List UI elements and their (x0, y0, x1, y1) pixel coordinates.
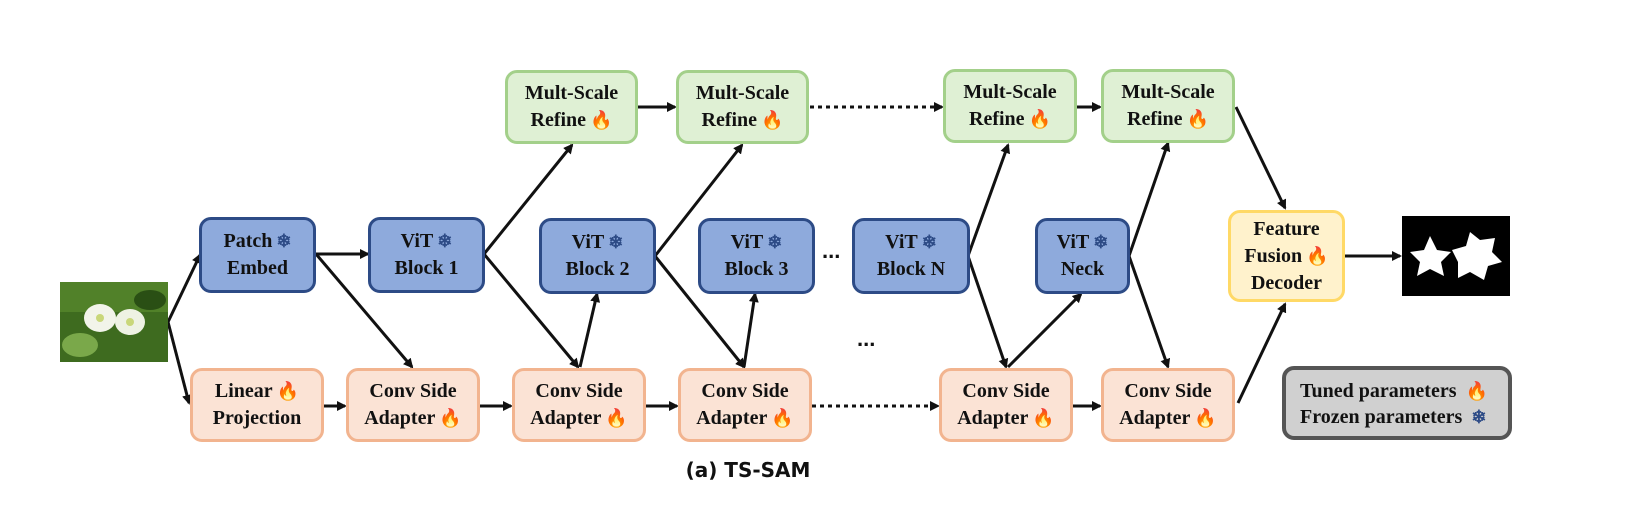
refine-box-2: Mult-Scale Refine🔥 (676, 70, 809, 144)
refine-box-2-title: Mult-Scale (695, 82, 790, 104)
vit-block-2-label: Block 2 (565, 258, 630, 280)
linear-projection-box: Linear🔥 Projection (190, 368, 324, 442)
conv-side-adapter-2-title: Conv Side (535, 380, 623, 402)
arrow-neck-refine4 (1127, 141, 1171, 257)
patch-embed-label: Embed (226, 257, 289, 279)
legend-box: Tuned parameters 🔥 Frozen parameters ❄ (1282, 366, 1512, 440)
conv-side-adapter-3: Conv Side Adapter🔥 (678, 368, 812, 442)
arrow-adapter2-block2 (578, 292, 601, 368)
fire-icon: 🔥 (439, 408, 462, 428)
snowflake-icon: ❄ (276, 231, 292, 251)
figure-caption: (a) TS-SAM (685, 458, 811, 482)
vit-block-2-title: ViT (571, 231, 605, 253)
refine-box-3: Mult-Scale Refine🔥 (943, 69, 1077, 143)
patch-embed-title: Patch (223, 230, 273, 252)
vit-block-n-label: Block N (876, 258, 946, 280)
conv-side-adapter-1: Conv Side Adapter🔥 (346, 368, 480, 442)
linear-projection-title: Linear (214, 380, 273, 402)
vit-block-3-title: ViT (730, 231, 764, 253)
arrow-refine4-decoder (1234, 106, 1287, 210)
vit-block-3-box: ViT❄ Block 3 (698, 218, 815, 294)
arrow-adapter5-decoder (1236, 302, 1287, 404)
ellipsis-encoder: ... (822, 238, 841, 263)
snowflake-icon: ❄ (608, 232, 624, 252)
refine-box-1-label: Refine (530, 109, 587, 131)
fire-icon: 🔥 (1032, 408, 1055, 428)
vit-block-1-box: ViT❄ Block 1 (368, 217, 485, 293)
refine-box-4-title: Mult-Scale (1121, 81, 1215, 103)
arrow-blockN-refine3 (966, 143, 1010, 257)
refine-box-2-label: Refine (701, 109, 758, 131)
conv-side-adapter-1-title: Conv Side (369, 380, 457, 402)
fire-icon: 🔥 (1028, 109, 1051, 129)
fire-icon: 🔥 (1306, 245, 1329, 266)
snowflake-icon: ❄ (1471, 407, 1487, 427)
refine-box-3-label: Refine (969, 108, 1025, 130)
conv-side-adapter-4-title: Conv Side (962, 380, 1050, 402)
snowflake-icon: ❄ (921, 232, 937, 252)
vit-block-n-box: ViT❄ Block N (852, 218, 970, 294)
arrow-image-patch (166, 253, 202, 323)
linear-projection-label: Projection (212, 407, 302, 429)
conv-side-adapter-3-label: Adapter (696, 407, 768, 429)
refine-box-1: Mult-Scale Refine🔥 (505, 70, 638, 144)
input-image (60, 282, 168, 362)
arrow-adapter4-neck (1006, 292, 1083, 369)
decoder-line2: Fusion (1244, 244, 1303, 267)
patch-embed-box: Patch❄ Embed (199, 217, 316, 293)
refine-box-1-title: Mult-Scale (524, 82, 619, 104)
arrow-blockN-adapter4 (966, 255, 1009, 369)
ellipsis-middle: ... (857, 326, 876, 351)
vit-block-1-title: ViT (400, 230, 434, 252)
conv-side-adapter-5: Conv Side Adapter🔥 (1101, 368, 1235, 442)
conv-side-adapter-5-title: Conv Side (1124, 380, 1212, 402)
snowflake-icon: ❄ (767, 232, 783, 252)
snowflake-icon: ❄ (1093, 232, 1109, 252)
vit-block-2-box: ViT❄ Block 2 (539, 218, 656, 294)
refine-box-3-title: Mult-Scale (963, 81, 1057, 103)
conv-side-adapter-4-label: Adapter (957, 407, 1029, 429)
arrow-image-linear (166, 321, 192, 405)
fire-icon: 🔥 (771, 408, 794, 428)
vit-block-1-label: Block 1 (394, 257, 459, 279)
feature-fusion-decoder-box: Feature Fusion🔥 Decoder (1228, 210, 1345, 302)
decoder-line1: Feature (1253, 217, 1320, 240)
fire-icon: 🔥 (1465, 381, 1488, 401)
fire-icon: 🔥 (1186, 109, 1209, 129)
conv-side-adapter-2-label: Adapter (530, 407, 602, 429)
conv-side-adapter-1-label: Adapter (364, 407, 436, 429)
vit-neck-label: Neck (1060, 258, 1105, 280)
arrow-adapter3-block3 (742, 292, 759, 368)
conv-side-adapter-3-title: Conv Side (701, 380, 789, 402)
arrow-block1-adapter2 (482, 253, 580, 369)
decoder-line3: Decoder (1250, 271, 1323, 294)
arrow-patch-adapter1 (314, 253, 414, 369)
fire-icon: 🔥 (605, 408, 628, 428)
fire-icon: 🔥 (276, 381, 300, 401)
vit-neck-box: ViT❄ Neck (1035, 218, 1130, 294)
fire-icon: 🔥 (590, 110, 613, 130)
vit-block-3-label: Block 3 (724, 258, 789, 280)
conv-side-adapter-4: Conv Side Adapter🔥 (939, 368, 1073, 442)
legend-tuned-label: Tuned parameters (1300, 380, 1457, 402)
vit-block-n-title: ViT (885, 231, 918, 253)
arrow-block2-adapter3 (653, 255, 746, 369)
fire-icon: 🔥 (1194, 408, 1217, 428)
vit-neck-title: ViT (1056, 231, 1090, 253)
conv-side-adapter-2: Conv Side Adapter🔥 (512, 368, 646, 442)
arrow-block1-refine1 (482, 143, 574, 255)
legend-frozen-label: Frozen parameters (1300, 406, 1463, 428)
output-mask (1402, 216, 1510, 296)
snowflake-icon: ❄ (437, 231, 453, 251)
refine-box-4-label: Refine (1127, 108, 1183, 130)
refine-box-4: Mult-Scale Refine🔥 (1101, 69, 1235, 143)
arrow-neck-adapter5 (1127, 255, 1171, 369)
fire-icon: 🔥 (761, 110, 784, 130)
conv-side-adapter-5-label: Adapter (1119, 407, 1191, 429)
arrow-block2-refine2 (653, 143, 744, 257)
